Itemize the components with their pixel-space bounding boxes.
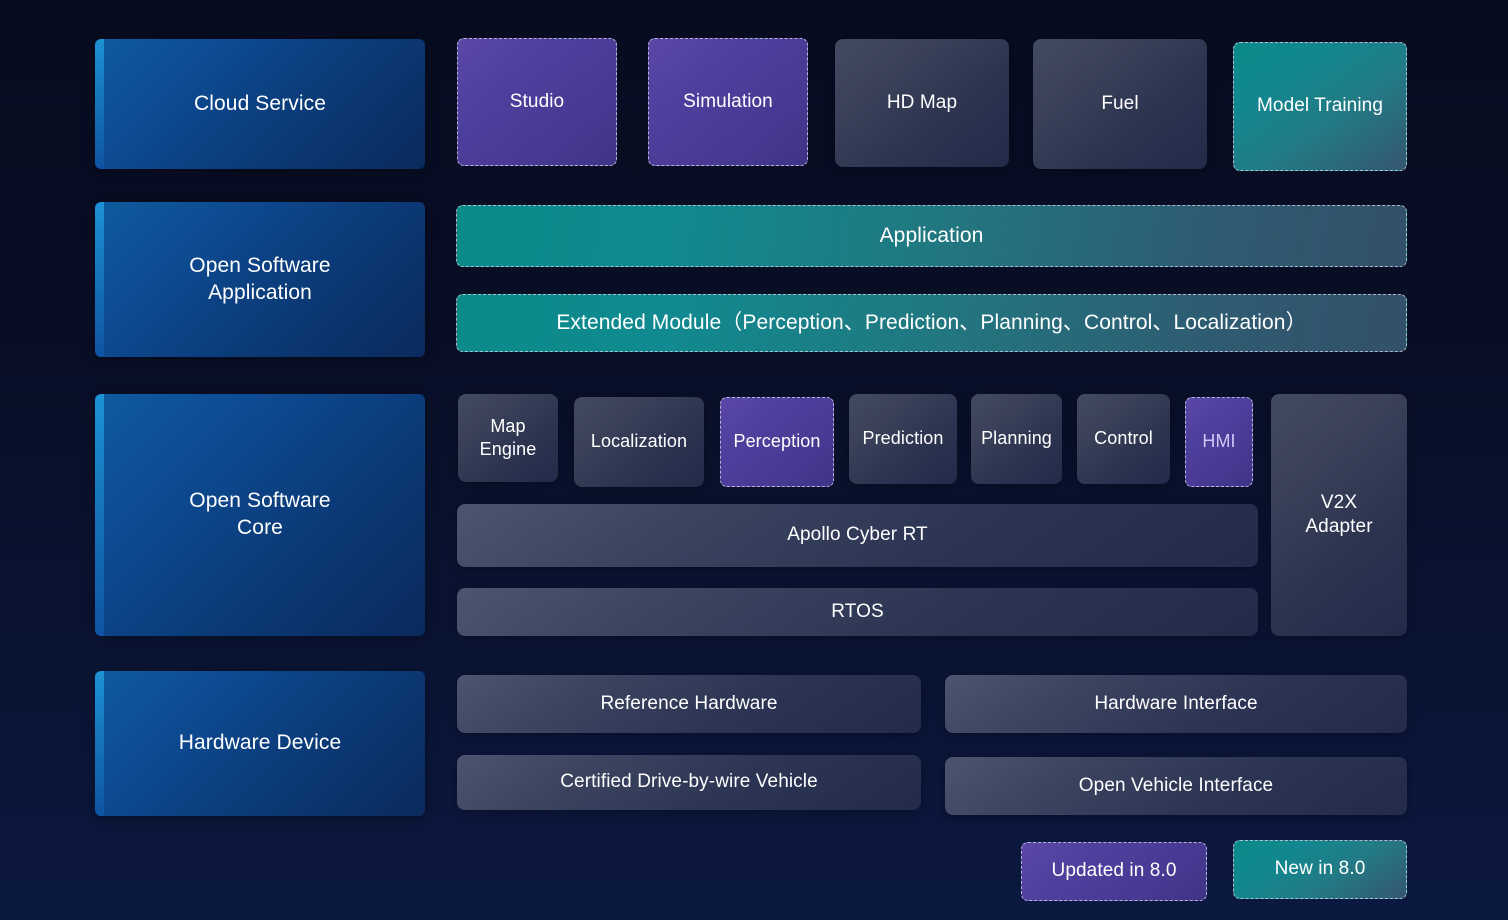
layer-card-open-software-core[interactable]: Open Software Core bbox=[95, 394, 425, 636]
layer-card-hardware-device[interactable]: Hardware Device bbox=[95, 671, 425, 816]
hardware-card-open-vehicle-interface[interactable]: Open Vehicle Interface bbox=[945, 757, 1407, 815]
core-module-perception[interactable]: Perception bbox=[720, 397, 834, 487]
legend-new-in-8: New in 8.0 bbox=[1233, 840, 1407, 899]
cloud-card-hd-map[interactable]: HD Map bbox=[835, 39, 1009, 167]
cloud-card-studio[interactable]: Studio bbox=[457, 38, 617, 166]
extended-module-bar[interactable]: Extended Module（Perception、Prediction、Pl… bbox=[456, 294, 1407, 352]
core-module-map-engine[interactable]: Map Engine bbox=[458, 394, 558, 482]
core-module-hmi[interactable]: HMI bbox=[1185, 397, 1253, 487]
core-runtime-rtos[interactable]: RTOS bbox=[457, 588, 1258, 636]
hardware-card-hardware-interface[interactable]: Hardware Interface bbox=[945, 675, 1407, 733]
hardware-card-certified-drive-by-wire-vehicle[interactable]: Certified Drive-by-wire Vehicle bbox=[457, 755, 921, 810]
core-module-prediction[interactable]: Prediction bbox=[849, 394, 957, 484]
application-bar[interactable]: Application bbox=[456, 205, 1407, 267]
legend-updated-in-8: Updated in 8.0 bbox=[1021, 842, 1207, 901]
cloud-card-model-training[interactable]: Model Training bbox=[1233, 42, 1407, 171]
core-side-v2x-adapter[interactable]: V2X Adapter bbox=[1271, 394, 1407, 636]
layer-card-open-software-application[interactable]: Open Software Application bbox=[95, 202, 425, 357]
core-module-localization[interactable]: Localization bbox=[574, 397, 704, 487]
hardware-card-reference-hardware[interactable]: Reference Hardware bbox=[457, 675, 921, 733]
cloud-card-simulation[interactable]: Simulation bbox=[648, 38, 808, 166]
layer-card-cloud-service[interactable]: Cloud Service bbox=[95, 39, 425, 169]
cloud-card-fuel[interactable]: Fuel bbox=[1033, 39, 1207, 169]
core-module-control[interactable]: Control bbox=[1077, 394, 1170, 484]
core-runtime-apollo-cyber-rt[interactable]: Apollo Cyber RT bbox=[457, 504, 1258, 567]
core-module-planning[interactable]: Planning bbox=[971, 394, 1062, 484]
